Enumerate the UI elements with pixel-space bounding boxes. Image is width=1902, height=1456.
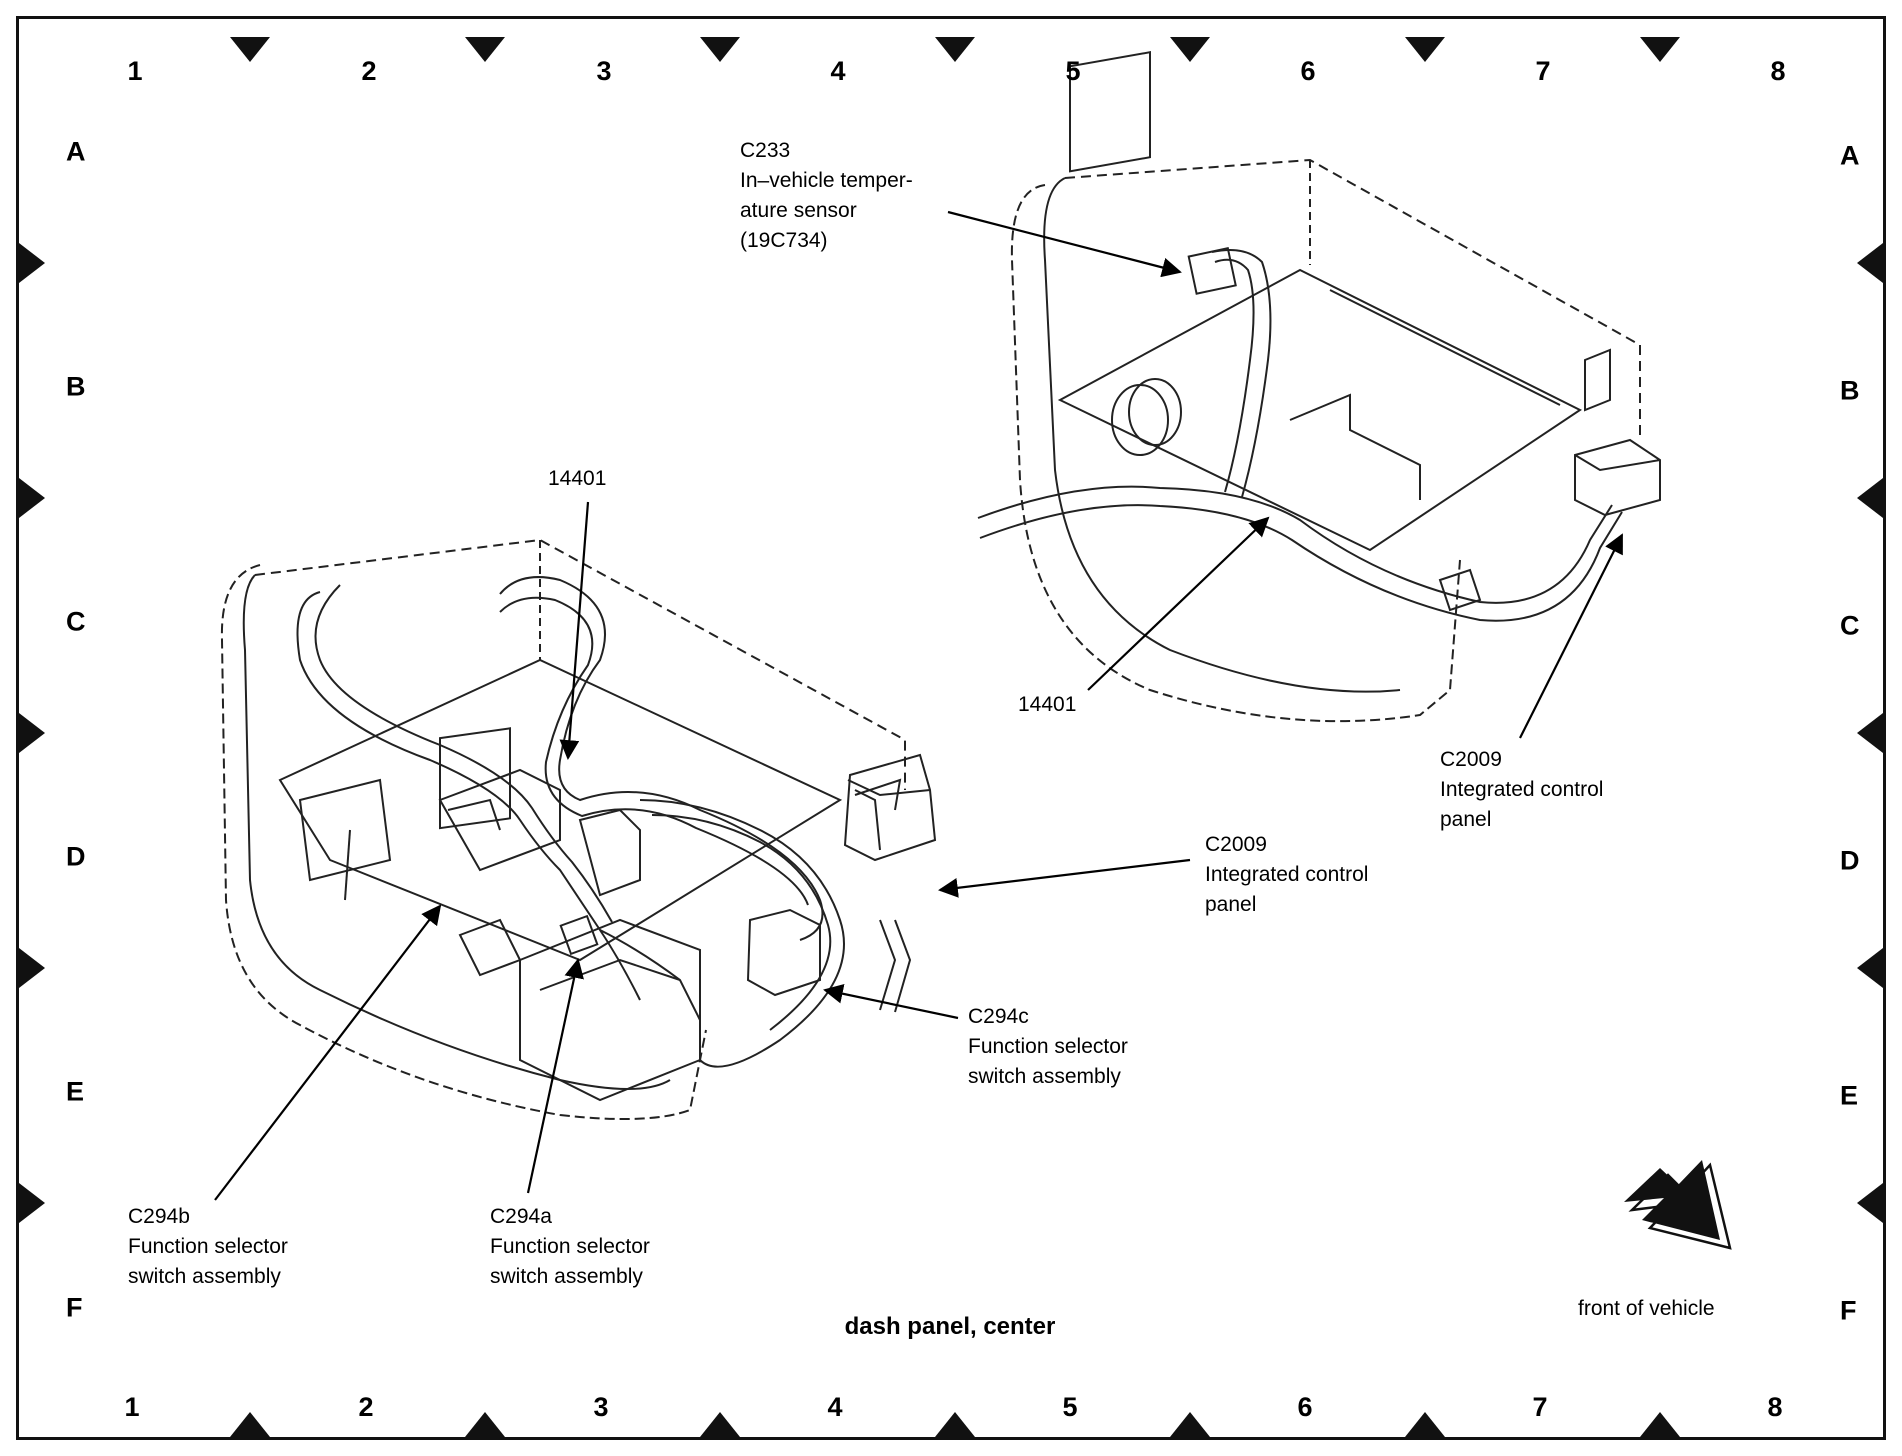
callout-c294b: C294b Function selector switch assembly: [128, 1202, 288, 1292]
grid-col-2: 2: [361, 56, 377, 86]
callout-c294c: C294c Function selector switch assembly: [968, 1002, 1128, 1092]
callout-line: Integrated control: [1440, 778, 1604, 801]
grid-row-a: A: [66, 136, 86, 167]
diagram-caption: dash panel, center: [844, 1313, 1056, 1340]
callout-harness-14401-right: 14401: [1018, 690, 1076, 720]
callout-c2009-left: C2009 Integrated control panel: [1205, 830, 1368, 920]
grid-col-7: 7: [1532, 1392, 1548, 1422]
grid-col-7: 7: [1535, 56, 1551, 86]
callout-line: Function selector: [128, 1235, 288, 1258]
grid-row-d: D: [66, 841, 86, 872]
lower-panel-assembly: [220, 538, 937, 1120]
callout-line: Function selector: [968, 1035, 1128, 1058]
grid-col-6: 6: [1297, 1392, 1313, 1422]
grid-row-f: F: [1840, 1295, 1857, 1326]
grid-row-b: B: [66, 371, 86, 402]
callout-c294a: C294a Function selector switch assembly: [490, 1202, 650, 1292]
callout-line: switch assembly: [128, 1265, 281, 1288]
grid-col-4: 4: [827, 1392, 843, 1422]
front-of-vehicle-arrow-icon: [1624, 1160, 1732, 1250]
callout-leaders: [214, 210, 1623, 1201]
grid-col-6: 6: [1300, 56, 1316, 86]
callout-line: switch assembly: [490, 1265, 643, 1288]
connector-label: C2009: [1205, 833, 1267, 856]
grid-row-d: D: [1840, 845, 1860, 876]
grid-row-e: E: [66, 1076, 85, 1107]
callout-line: In–vehicle temper-: [740, 169, 913, 192]
grid-col-8: 8: [1767, 1392, 1783, 1422]
grid-row-f: F: [66, 1292, 83, 1323]
grid-col-5: 5: [1062, 1392, 1078, 1422]
callout-c2009-right: C2009 Integrated control panel: [1440, 745, 1603, 835]
grid-col-3: 3: [593, 1392, 609, 1422]
grid-row-a: A: [1840, 140, 1860, 171]
grid-row-c: C: [66, 606, 86, 637]
upper-panel-assembly: [1010, 51, 1661, 723]
connector-label: C2009: [1440, 748, 1502, 771]
grid-col-1: 1: [124, 1392, 140, 1422]
callout-harness-14401-top: 14401: [548, 464, 606, 494]
grid-row-c: C: [1840, 610, 1860, 641]
callout-line: Function selector: [490, 1235, 650, 1258]
front-of-vehicle-label: front of vehicle: [1578, 1297, 1715, 1320]
grid-col-3: 3: [596, 56, 612, 86]
connector-label: C294c: [968, 1005, 1029, 1028]
callout-c233: C233 In–vehicle temper- ature sensor (19…: [740, 136, 913, 256]
grid-row-b: B: [1840, 375, 1860, 406]
diagram-frame: [16, 16, 1886, 1440]
harness-label: 14401: [548, 467, 607, 490]
grid-row-e: E: [1840, 1080, 1859, 1111]
callout-line: panel: [1440, 808, 1492, 831]
callout-line: (19C734): [740, 229, 828, 252]
border-markers: [19, 37, 1883, 1437]
lower-harness-14401: [296, 576, 912, 1068]
callout-line: ature sensor: [740, 199, 857, 222]
connector-label: C294a: [490, 1205, 552, 1228]
callout-line: Integrated control: [1205, 863, 1369, 886]
connector-label: C294b: [128, 1205, 190, 1228]
callout-line: switch assembly: [968, 1065, 1121, 1088]
grid-col-2: 2: [358, 1392, 374, 1422]
connector-label: C233: [740, 139, 791, 162]
callout-line: panel: [1205, 893, 1257, 916]
harness-label: 14401: [1018, 693, 1077, 716]
upper-harness-14401: [977, 247, 1623, 622]
grid-col-5: 5: [1065, 56, 1081, 86]
grid-col-1: 1: [127, 56, 143, 86]
grid-col-4: 4: [830, 56, 846, 86]
grid-col-8: 8: [1770, 56, 1786, 86]
